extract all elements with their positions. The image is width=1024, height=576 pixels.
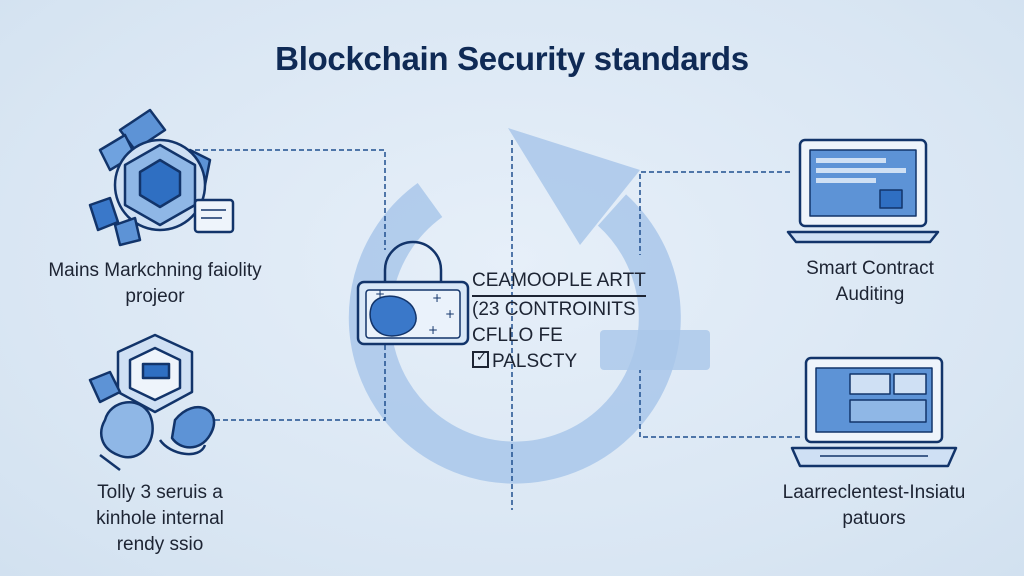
laptop-dashboard-icon — [790, 356, 958, 468]
node-label-top-left: Mains Markchning faiolity projeor — [20, 258, 290, 310]
node-label-line: Mains Markchning faiolity — [48, 260, 262, 281]
diagram-title: Blockchain Security standards — [275, 40, 749, 77]
checkbox-icon: ✓ — [472, 350, 489, 368]
connector-bottom-right — [639, 370, 800, 438]
node-label-line: rendy ssio — [116, 534, 204, 555]
svg-text:+: + — [428, 323, 438, 337]
node-label-line: Auditing — [835, 284, 905, 305]
padlock-circuit-icon: + + + + — [356, 240, 470, 346]
svg-text:+: + — [432, 291, 442, 305]
center-label: CEAMOOPLE ARTT (23 CONTROINITS CFLLO FE … — [472, 268, 682, 375]
node-label-line: projeor — [125, 286, 185, 307]
node-label-line: Laarreclentest-Insiatu — [782, 482, 966, 503]
node-label-line: patuors — [842, 508, 906, 529]
center-label-checkbox-line: ✓PALSCTY — [472, 349, 682, 375]
connector-bottom-left — [215, 345, 386, 421]
center-label-line: PALSCTY — [492, 351, 578, 372]
svg-text:+: + — [445, 307, 455, 321]
connector-top-right — [639, 171, 790, 255]
node-label-line: kinhole internal — [96, 508, 224, 529]
laptop-icon — [786, 138, 940, 244]
svg-text:+: + — [375, 287, 385, 301]
center-label-line: CFLLO FE — [472, 325, 563, 346]
node-label-line: Tolly 3 seruis a — [97, 482, 223, 503]
shield-hands-icon — [88, 333, 216, 471]
node-label-bottom-left: Tolly 3 seruis a kinhole internal rendy … — [40, 480, 280, 558]
connector-top-left — [195, 149, 386, 250]
blockchain-cube-icon — [88, 108, 235, 247]
node-label-top-right: Smart Contract Auditing — [770, 256, 970, 308]
node-label-bottom-right: Laarreclentest-Insiatu patuors — [754, 480, 994, 532]
center-label-line: CEAMOOPLE ARTT — [472, 268, 646, 297]
node-label-line: Smart Contract — [806, 258, 934, 279]
center-label-line: (23 CONTROINITS — [472, 299, 636, 320]
